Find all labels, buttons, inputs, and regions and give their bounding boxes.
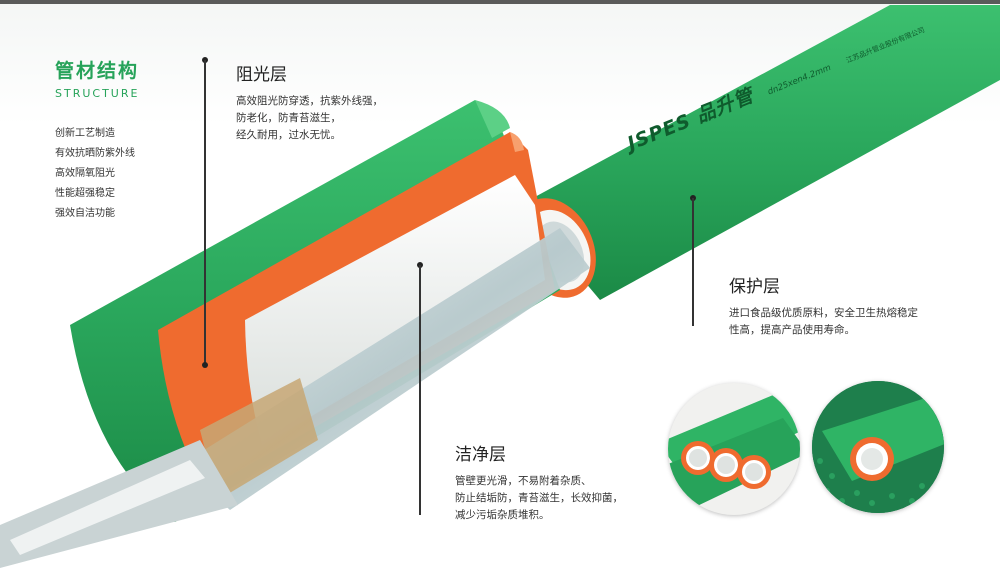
layer-sun-title: 阻光层 xyxy=(236,65,287,85)
leader-dot-sun-bottom xyxy=(202,362,208,368)
orange-layer-edge xyxy=(510,132,524,152)
layer-clean-block: 洁净层 管壁更光滑，不易附着杂质、 防止结垢防，青苔滋生，长效抑菌， 减少污垢杂… xyxy=(455,440,665,524)
leader-line-protect xyxy=(692,198,694,326)
outer-green-edge xyxy=(475,100,510,138)
feature-item: 性能超强稳定 xyxy=(55,188,115,199)
top-bar xyxy=(0,0,1000,4)
layer-sun-block: 阻光层 高效阻光防穿透，抗紫外线强， 防老化，防青苔滋生， 经久耐用，过水无忧。 xyxy=(236,60,426,144)
feature-list: 创新工艺制造 有效抗晒防紫外线 高效隔氧阻光 性能超强稳定 强效自洁功能 xyxy=(55,124,135,224)
white-clean-layer xyxy=(245,175,545,445)
layer-protect-desc: 进口食品级优质原料，安全卫生热熔稳定 性高，提高产品使用寿命。 xyxy=(729,307,918,336)
feature-item: 有效抗晒防紫外线 xyxy=(55,148,135,159)
leader-line-clean xyxy=(419,265,421,515)
layer-protect-block: 保护层 进口食品级优质原料，安全卫生热熔稳定 性高，提高产品使用寿命。 xyxy=(729,272,969,339)
outer-pipe-far xyxy=(520,5,1000,300)
water-sand-tint xyxy=(200,378,318,500)
title-en: STRUCTURE xyxy=(55,87,140,100)
feature-item: 强效自洁功能 xyxy=(55,208,115,219)
layer-clean-desc: 管壁更光滑，不易附着杂质、 防止结垢防，青苔滋生，长效抑菌， 减少污垢杂质堆积。 xyxy=(455,475,623,521)
water-highlight xyxy=(10,460,205,555)
feature-item: 创新工艺制造 xyxy=(55,128,115,139)
pipe-ends-photo xyxy=(668,383,800,515)
feature-item: 高效隔氧阻光 xyxy=(55,168,115,179)
title-cn: 管材结构 xyxy=(55,60,140,82)
pipe-granules-photo xyxy=(812,381,944,513)
layer-clean-title: 洁净层 xyxy=(455,445,506,465)
granules-icon xyxy=(812,381,944,513)
layer-sun-desc: 高效阻光防穿透，抗紫外线强， 防老化，防青苔滋生， 经久耐用，过水无忧。 xyxy=(236,95,383,141)
layer-protect-title: 保护层 xyxy=(729,277,780,297)
structure-title: 管材结构 STRUCTURE xyxy=(55,56,139,100)
leader-line-sun xyxy=(204,60,206,365)
pipe-ends-icon xyxy=(668,393,800,508)
